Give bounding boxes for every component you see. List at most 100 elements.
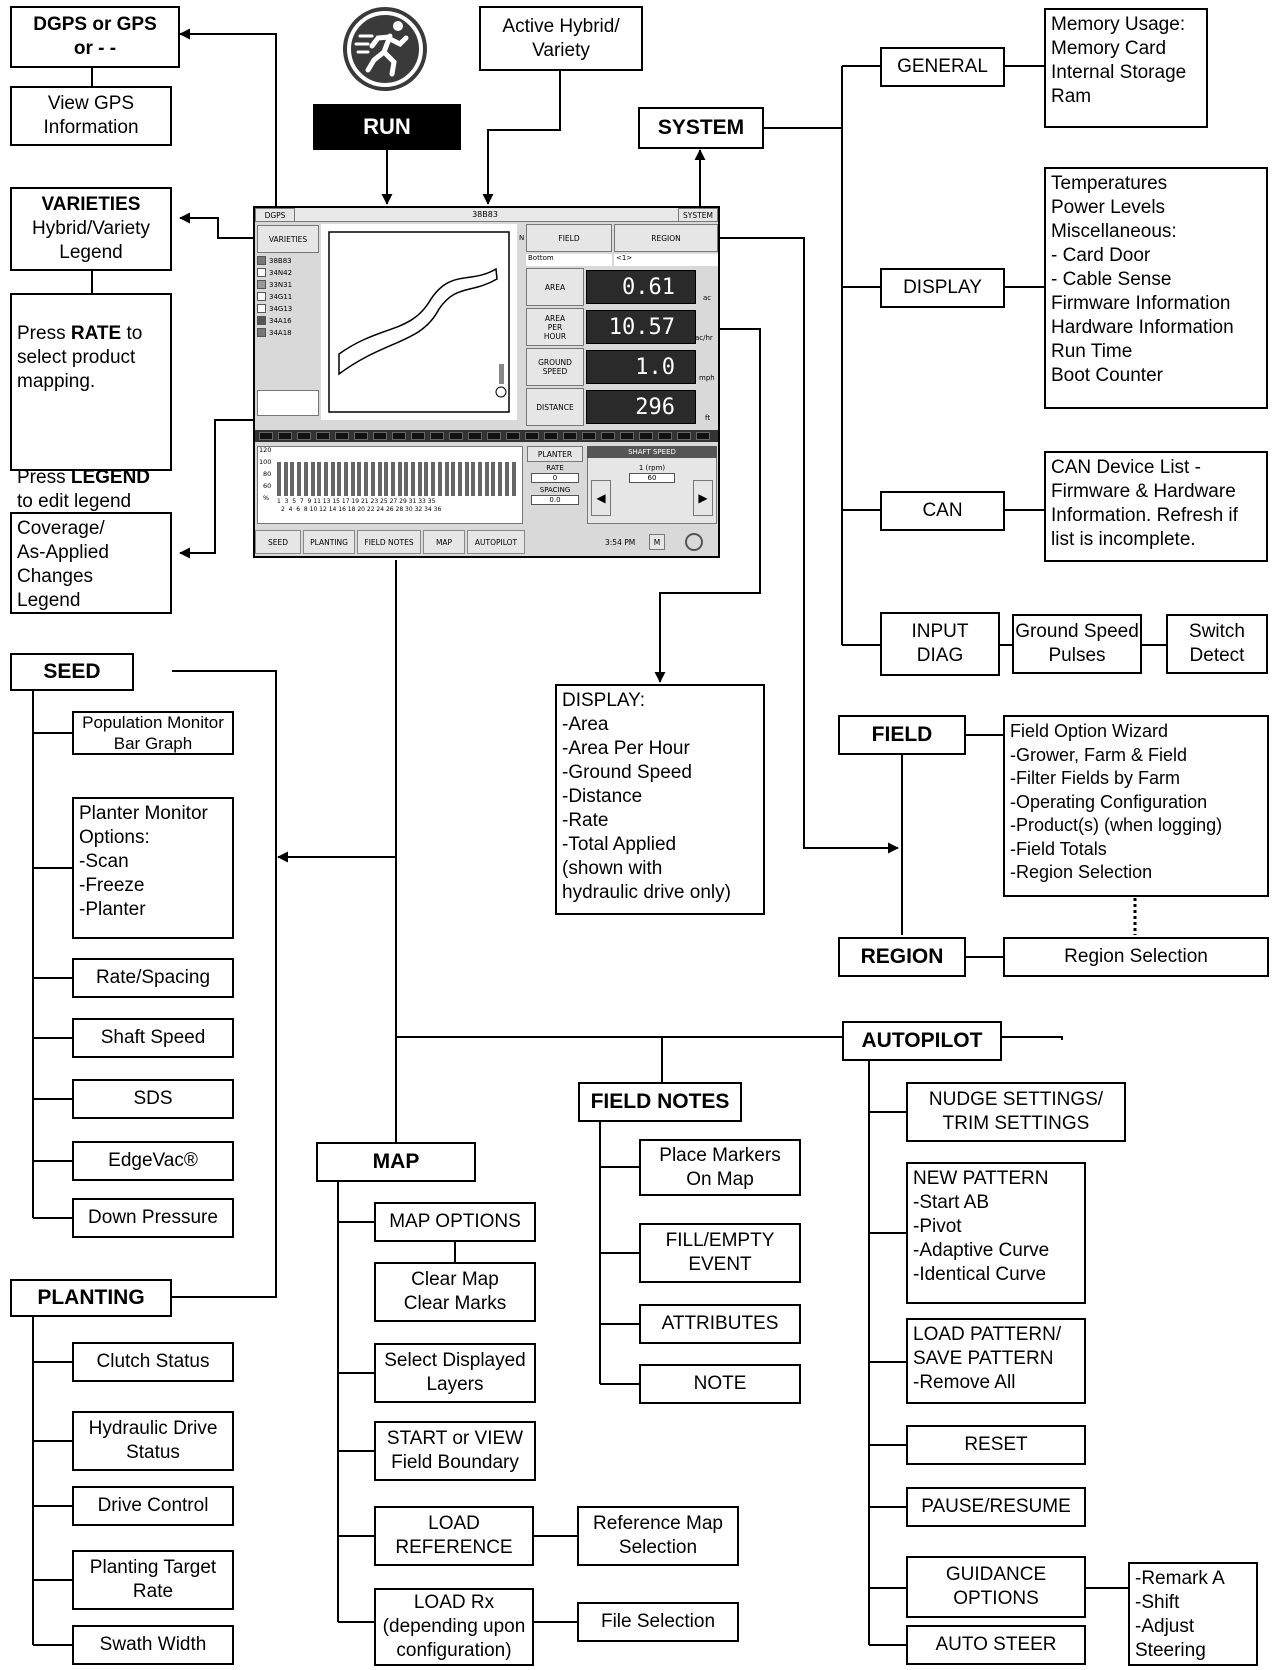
screen-spacing-value: 0.0 (531, 495, 579, 505)
screen-steering-icon[interactable] (685, 533, 703, 551)
region-selection-box: Region Selection (1003, 937, 1269, 977)
guidance-sub-box: -Remark A -Shift -Adjust Steering (1128, 1562, 1258, 1666)
screen-shaft-prev-button[interactable]: ◀ (591, 480, 611, 516)
screen-clock: 3:54 PM (605, 538, 636, 547)
screen-population-bar (484, 462, 489, 496)
map-item-boundary: START or VIEW Field Boundary (374, 1421, 536, 1481)
map-item-load-reference: LOAD REFERENCE (374, 1506, 534, 1566)
screen-population-bar (297, 462, 302, 496)
screen-shaft-rpm-label: 1 (rpm) (638, 464, 666, 472)
screen-tab-map[interactable]: MAP (423, 530, 465, 554)
screen-area-label[interactable]: AREA (526, 268, 584, 306)
screen-population-bar (431, 462, 436, 496)
screen-legend-item: 34A16 (257, 315, 292, 326)
screen-population-bar (457, 462, 462, 496)
planting-item-swath-width: Swath Width (72, 1625, 234, 1665)
screen-row-segment (620, 432, 634, 440)
screen-gps-button[interactable]: DGPS (255, 208, 295, 222)
screen-tab-seed[interactable]: SEED (255, 530, 301, 554)
screen-legend-item: 34G13 (257, 303, 292, 314)
input-diag-box: INPUT DIAG (880, 612, 1000, 676)
can-info-box: CAN Device List - Firmware & Hardware In… (1044, 451, 1268, 562)
screen-row-numbers-odd: 1 3 5 7 9 11 13 15 17 19 21 23 25 27 29 … (277, 498, 436, 505)
ground-speed-pulses-box: Ground Speed Pulses (1012, 614, 1142, 674)
screen-population-bar (478, 462, 482, 496)
screen-row-segment (411, 432, 425, 440)
seed-box: SEED (10, 653, 134, 691)
run-box: RUN (313, 104, 461, 150)
screen-area-unit: ac (703, 294, 712, 302)
screen-row-segment (506, 432, 520, 440)
screen-row-segment (316, 432, 330, 440)
screen-population-bar (350, 462, 355, 496)
screen-population-bar (511, 462, 516, 496)
display-info-box: Temperatures Power Levels Miscellaneous:… (1044, 167, 1268, 409)
screen-population-bar (464, 462, 469, 496)
autopilot-item-nudge: NUDGE SETTINGS/ TRIM SETTINGS (906, 1082, 1126, 1142)
screen-spacing-label: SPACING (539, 486, 571, 494)
screen-tab-planting[interactable]: PLANTING (303, 530, 355, 554)
screen-region-button[interactable]: REGION (614, 224, 718, 252)
screen-population-bar (504, 462, 509, 496)
map-item-clear: Clear Map Clear Marks (374, 1262, 536, 1322)
screen-ground-speed-value: 1.0 (586, 350, 696, 384)
screen-ground-speed-label[interactable]: GROUND SPEED (526, 348, 584, 386)
screen-population-bar (471, 462, 476, 496)
screen-population-bar (444, 462, 449, 496)
screen-row-strip (255, 430, 718, 442)
screen-row-segment (525, 432, 539, 440)
screen-system-button[interactable]: SYSTEM (678, 208, 718, 222)
memory-usage-box: Memory Usage: Memory Card Internal Stora… (1044, 8, 1208, 128)
screen-shaft-next-button[interactable]: ▶ (693, 480, 713, 516)
field-notes-item-fill-empty: FILL/EMPTY EVENT (639, 1223, 801, 1283)
screen-distance-value: 296 (586, 390, 696, 424)
screen-rate-label: RATE (546, 464, 564, 472)
autopilot-item-pause: PAUSE/RESUME (906, 1487, 1086, 1527)
screen-legend-swatch (257, 280, 266, 289)
screen-row-segment (696, 432, 710, 440)
screen-population-bar (491, 462, 496, 496)
screen-row-segment (335, 432, 349, 440)
screen-row-segment (259, 432, 273, 440)
screen-area-per-hour-unit: ac/hr (695, 334, 713, 342)
screen-legend-swatch (257, 256, 266, 265)
screen-row-segment (430, 432, 444, 440)
screen-tab-field-notes[interactable]: FIELD NOTES (357, 530, 421, 554)
autopilot-box: AUTOPILOT (842, 1021, 1002, 1061)
planting-item-clutch: Clutch Status (72, 1342, 234, 1382)
screen-population-bar (437, 462, 442, 496)
screen-ground-speed-unit: mph (699, 374, 715, 382)
screen-legend-toggle-icon[interactable] (257, 390, 319, 416)
screen-tab-autopilot[interactable]: AUTOPILOT (467, 530, 525, 554)
screen-population-bar (384, 462, 389, 496)
screen-population-bar (330, 462, 335, 496)
screen-active-variety: 38B83 (472, 210, 498, 219)
screen-row-segment (658, 432, 672, 440)
screen-planter-button[interactable]: PLANTER (527, 446, 583, 462)
gps-box: DGPS or GPS or - - (10, 6, 180, 68)
display-node-box: DISPLAY (880, 268, 1005, 308)
screen-row-numbers-even: 2 4 6 8 10 12 14 16 18 20 22 24 26 28 30… (281, 506, 442, 513)
screen-population-bar (344, 462, 348, 496)
screen-legend-swatch (257, 304, 266, 313)
screen-y-unit: % (263, 494, 270, 502)
press-rate-text: Press RATE to select product mapping. (17, 323, 143, 392)
screen-distance-label[interactable]: DISTANCE (526, 388, 584, 426)
screen-row-segment (354, 432, 368, 440)
screen-rate-value: 0 (531, 473, 579, 483)
screen-area-per-hour-label[interactable]: AREA PER HOUR (526, 308, 584, 346)
screen-population-bar (323, 462, 328, 496)
screen-population-bar (424, 462, 429, 496)
screen-mode-button[interactable]: M (649, 534, 665, 550)
screen-row-segment (392, 432, 406, 440)
press-rate-box: Press RATE to select product mapping. Pr… (10, 293, 172, 536)
coverage-box: Coverage/ As-Applied Changes Legend (10, 512, 172, 614)
screen-varieties-button[interactable]: VARIETIES (257, 225, 319, 253)
screen-population-bar (397, 462, 402, 496)
screen-population-bar (404, 462, 409, 496)
screen-field-button[interactable]: FIELD (526, 224, 612, 252)
screen-population-bar (498, 462, 503, 496)
seed-item-population: Population Monitor Bar Graph (72, 711, 234, 755)
